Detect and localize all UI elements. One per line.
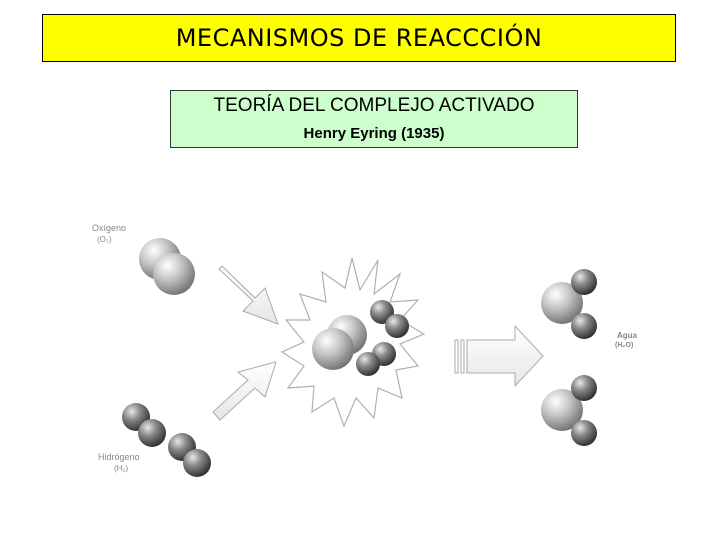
hydrogen-atom (571, 375, 597, 401)
hydrogen-label: Hidrógeno (98, 452, 140, 462)
arrow-down-right (218, 265, 279, 325)
hydrogen-atom (183, 449, 211, 477)
hydrogen-molecule (122, 403, 166, 447)
title-banner: MECANISMOS DE REACCCIÓN (42, 14, 676, 62)
oxygen-atom (541, 389, 583, 431)
hydrogen-atom (356, 352, 380, 376)
hydrogen-atom (385, 314, 409, 338)
subtitle-box: TEORÍA DEL COMPLEJO ACTIVADO Henry Eyrin… (170, 90, 578, 148)
oxygen-atom (153, 253, 195, 295)
slide-title: MECANISMOS DE REACCCIÓN (175, 24, 543, 52)
hydrogen-formula: (H₂) (114, 464, 129, 473)
oxygen-molecule (139, 238, 195, 295)
hydrogen-molecule (168, 433, 211, 477)
hydrogen-atom (370, 300, 394, 324)
activated-complex (312, 300, 409, 376)
water-label: Agua (617, 331, 638, 340)
hydrogen-atom (138, 419, 166, 447)
theory-title: TEORÍA DEL COMPLEJO ACTIVADO (213, 95, 535, 116)
author-credit: Henry Eyring (1935) (303, 125, 445, 142)
hydrogen-atom (571, 420, 597, 446)
water-molecule (541, 375, 597, 446)
water-formula: (H₂O) (615, 342, 633, 349)
water-molecule (541, 269, 597, 339)
reaction-arrow (454, 324, 544, 388)
oxygen-atom (541, 282, 583, 324)
oxygen-label: Oxígeno (92, 223, 126, 233)
hydrogen-atom (571, 269, 597, 295)
oxygen-atom (312, 328, 354, 370)
oxygen-formula: (O₂) (97, 235, 112, 244)
hydrogen-atom (571, 313, 597, 339)
arrow-up-right (212, 361, 277, 421)
